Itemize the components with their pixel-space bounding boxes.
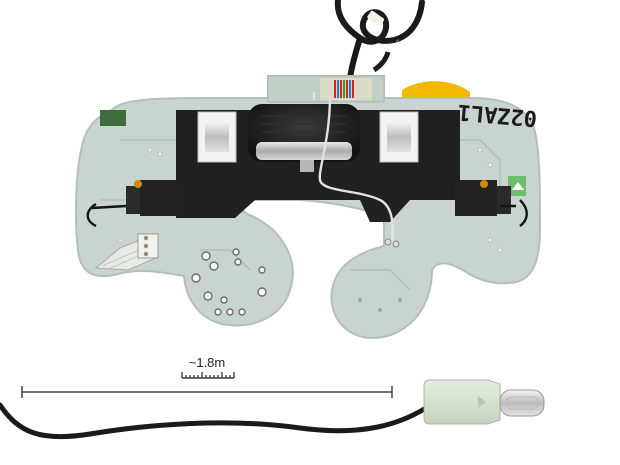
length-dimension-line: [21, 386, 393, 398]
top-cable: ~~: [334, 0, 425, 81]
cable-tie: [367, 10, 385, 26]
top-daughter-board: [267, 75, 385, 103]
usb-c-plug-metal: [499, 389, 545, 417]
ruler-icon: [181, 372, 235, 379]
left-bracket-arm: [140, 180, 182, 216]
usb-c-connector: [423, 379, 545, 425]
bottom-cable: [0, 401, 435, 440]
triangle-arrow-icon: [478, 396, 486, 408]
corner-component: [100, 110, 126, 126]
right-bracket-arm: [455, 180, 497, 216]
ribbon-connector: [94, 233, 159, 271]
cable-length-label: ~1.8m: [189, 355, 226, 370]
dpad-contact-pads: [191, 248, 267, 316]
right-wire: [500, 199, 528, 227]
cable-print: ~~: [392, 37, 402, 47]
left-shoulder-switch: [197, 111, 237, 163]
right-shoulder-switch: [379, 111, 419, 163]
motor-wire: [312, 92, 394, 245]
rumble-motor: [248, 104, 360, 172]
left-wire: [86, 202, 127, 228]
